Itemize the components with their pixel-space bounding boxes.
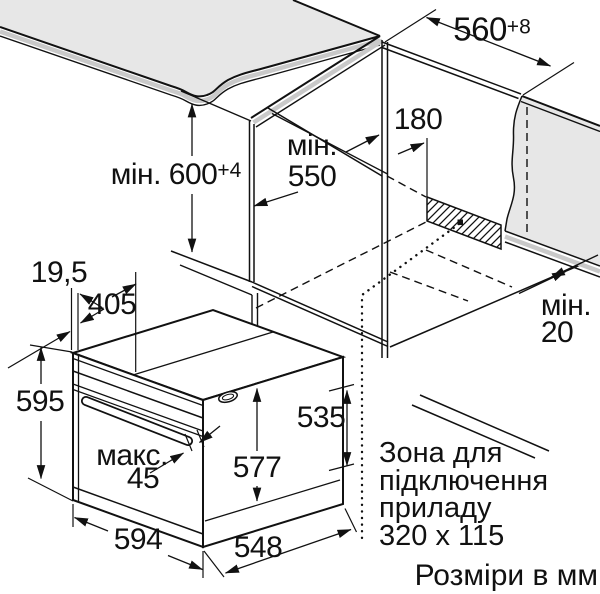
dim-niche-height: мін. 600+4 xyxy=(110,158,242,191)
connection-zone xyxy=(426,138,502,251)
zone-note-line2: підключення xyxy=(379,464,549,497)
zone-note-line3: приладу xyxy=(379,492,492,524)
dim-front-lip: 19,5 xyxy=(30,256,88,289)
oven xyxy=(69,308,347,549)
zone-note-line1: Зона для xyxy=(379,437,503,469)
dim-front-width: 594 xyxy=(113,523,163,556)
connection-zone-hatch xyxy=(426,195,502,251)
dim-handle-projection-prefix: макс. xyxy=(96,439,168,472)
dimension-lines xyxy=(7,8,599,578)
units-note: Розміри в мм xyxy=(414,559,598,592)
dim-handle-projection-value: 45 xyxy=(126,462,160,495)
niche-right-panel xyxy=(381,40,389,358)
dim-wall-clearance-prefix: мін. xyxy=(540,289,592,322)
connection-zone-note: Зона для підключення приладу 320 x 115 xyxy=(379,437,549,552)
niche-left-wall xyxy=(248,121,255,282)
break-cut-line xyxy=(180,90,252,122)
dim-niche-depth-value: 550 xyxy=(287,160,337,193)
hidden-edges xyxy=(255,175,513,309)
dim-niche-width: 560+8 xyxy=(453,10,531,48)
dim-front-height: 595 xyxy=(15,385,65,418)
dim-niche-depth-prefix: мін. xyxy=(286,129,338,162)
niche-cabinet xyxy=(170,40,581,459)
wall xyxy=(504,95,600,278)
zone-note-line4: 320 x 115 xyxy=(379,519,505,552)
wall-break-edge xyxy=(504,95,523,232)
dim-connection-offset: 180 xyxy=(393,103,443,136)
zone-leader-dotted xyxy=(360,222,461,542)
connection-point-dot xyxy=(457,219,463,225)
niche-floor-edge xyxy=(251,281,389,348)
side-grip-cutout xyxy=(218,390,238,404)
dim-carcass-depth: 548 xyxy=(233,531,283,564)
dim-rear-height: 535 xyxy=(296,401,346,434)
dim-top-depth: 405 xyxy=(87,288,137,321)
base-break-lines xyxy=(411,394,550,459)
dim-wall-clearance-value: 20 xyxy=(540,316,574,349)
dim-carcass-height: 577 xyxy=(232,451,282,484)
countertop xyxy=(0,0,386,128)
